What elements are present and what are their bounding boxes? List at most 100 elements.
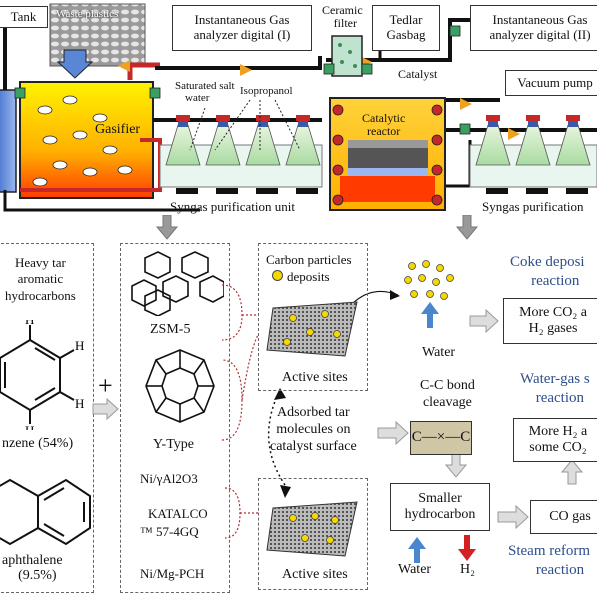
ceramic-filter xyxy=(331,35,363,77)
analyzer2-line2: analyzer digital (II) xyxy=(489,27,591,42)
naphthalene-line2: (9.5%) xyxy=(18,568,57,584)
coke-reaction-title: Coke deposi reaction xyxy=(510,253,585,291)
adsorbed-line3: catalyst surface xyxy=(270,438,357,454)
analyzer1-line2: analyzer digital (I) xyxy=(193,27,291,42)
heavy-tar-line3: hydrocarbons xyxy=(5,287,76,303)
gas-tank xyxy=(0,89,17,193)
tedlar-line2: Gasbag xyxy=(386,27,426,42)
more-h2-line1: More H₂ a xyxy=(528,423,588,439)
water-gas-title: Water-gas s reaction xyxy=(520,370,590,408)
water-bottom-label: Water xyxy=(398,562,432,577)
connectors xyxy=(221,284,584,539)
co-gas-box: CO gas xyxy=(530,500,597,534)
coke-line1: Coke deposi xyxy=(510,254,585,270)
catalyst-ni-mg-pch: Ni/Mg-PCH xyxy=(140,566,205,581)
cc-bond-line2: cleavage xyxy=(422,394,472,410)
gasifier-label: Gasifier xyxy=(95,122,141,137)
carbon-line2: deposits xyxy=(287,268,330,284)
cc-bond-label: C-C bond cleavage xyxy=(420,378,475,412)
smaller-line1: Smaller xyxy=(418,490,462,506)
reactor-line1: Catalytic xyxy=(362,111,406,125)
heavy-tar-line1: Heavy tar xyxy=(14,255,66,270)
heavy-tar-line2: aromatic xyxy=(17,271,64,287)
adsorbed-tar-label: Adsorbed tar molecules on catalyst surfa… xyxy=(270,405,357,455)
reactor-line2: reactor xyxy=(367,124,401,139)
tank-label: Tank xyxy=(10,8,37,24)
svg-text:H: H xyxy=(75,338,84,353)
svg-text:H: H xyxy=(25,423,34,430)
cc-bond-line1: C-C bond xyxy=(420,378,475,393)
steam-line1: Steam reform xyxy=(508,543,591,559)
syngas-unit-1-label: Syngas purification unit xyxy=(170,199,295,214)
co-gas-text: CO gas xyxy=(549,508,591,524)
carbon-line1: Carbon particles xyxy=(266,252,352,267)
benzene-label: nzene (54%) xyxy=(2,436,74,451)
tank-label-box: Tank xyxy=(0,6,48,28)
vacuum-pump: Vacuum pump xyxy=(505,70,597,96)
tar-compounds-panel xyxy=(0,243,94,593)
plus-sign: + xyxy=(98,371,113,400)
carbon-particles-label: Carbon particles deposits xyxy=(266,252,352,286)
active-sites-plate-2 xyxy=(266,501,358,557)
benzene-structure-icon: H H H H xyxy=(0,320,84,430)
water-h2-arrows xyxy=(408,535,476,563)
naphthalene-label: aphthalene (9.5%) xyxy=(2,553,63,584)
catalyst-panel xyxy=(120,243,230,593)
catalyst-label: Catalyst xyxy=(398,67,438,81)
naphthalene-structure-icon xyxy=(0,478,91,546)
ytype-structure-icon xyxy=(145,349,215,423)
more-co2-line1: More CO₂ a xyxy=(519,304,587,320)
coke-deposit-panel xyxy=(258,243,368,391)
isopropanol-label: Isopropanol xyxy=(240,85,293,97)
vacuum-pump-label: Vacuum pump xyxy=(517,74,593,90)
ceramic-line1: Ceramic xyxy=(322,3,363,17)
adsorption-panel xyxy=(258,478,368,590)
steam-line2: reaction xyxy=(535,561,585,578)
particle-icon xyxy=(272,269,283,281)
more-co2-line2: H₂ gases xyxy=(528,321,578,336)
zsm5-structure-icon xyxy=(131,251,224,316)
ytype-label: Y-Type xyxy=(153,437,195,452)
smaller-line2: hydrocarbon xyxy=(404,507,476,522)
adsorbed-line1: Adsorbed tar xyxy=(276,405,350,420)
waste-plastics-label: Waste plastics xyxy=(56,8,119,20)
water-top-label: Water xyxy=(422,345,456,360)
salt-line2: water xyxy=(185,92,210,105)
tedlar-line1: Tedlar xyxy=(389,12,423,28)
down-arrows xyxy=(155,215,479,240)
svg-text:H: H xyxy=(25,320,34,327)
syngas-unit-2-label: Syngas purification xyxy=(482,199,584,214)
steam-reform-title: Steam reform reaction xyxy=(508,542,590,580)
cc-cleavage-box: C—×—C xyxy=(410,421,472,455)
apparatus-schematic xyxy=(0,3,597,212)
water-gas-line2: reaction xyxy=(535,389,585,406)
active-sites-2-label: Active sites xyxy=(282,567,348,582)
zsm5-label: ZSM-5 xyxy=(150,322,191,337)
h2-bottom-label: H₂ xyxy=(460,562,475,577)
ceramic-line2: filter xyxy=(333,16,357,31)
more-h2-line2: some CO₂ xyxy=(529,440,587,455)
catalyst-katalco-1: KATALCO xyxy=(148,506,208,521)
svg-text:H: H xyxy=(75,396,84,411)
adsorbed-line2: molecules on xyxy=(276,421,351,437)
coke-line2: reaction xyxy=(531,272,580,289)
particle-cluster-icon xyxy=(404,260,454,328)
analyzer2-line1: Instantaneous Gas xyxy=(492,12,588,28)
right-arrow-1 xyxy=(92,398,119,420)
naphthalene-line1: aphthalene xyxy=(2,553,63,568)
catalyst-katalco-2: ™ 57-4GQ xyxy=(140,524,199,539)
water-gas-line1: Water-gas s xyxy=(520,371,590,387)
active-sites-1-label: Active sites xyxy=(282,370,348,385)
active-sites-plate-1 xyxy=(266,301,358,357)
catalyst-ni-alumina: Ni/γAl2O3 xyxy=(140,471,198,486)
salt-line1: Saturated salt xyxy=(175,80,235,92)
